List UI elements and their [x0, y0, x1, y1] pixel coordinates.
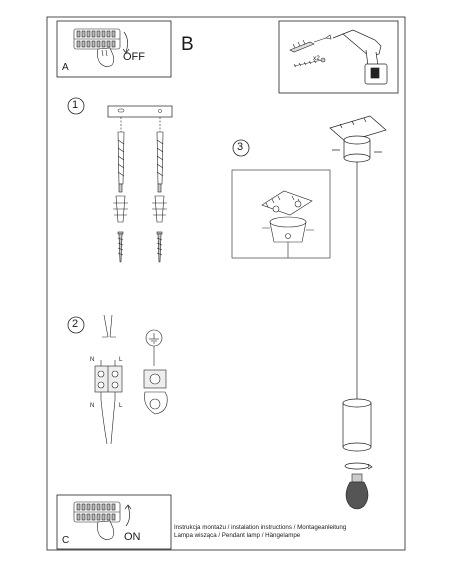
canopy-detail — [261, 190, 314, 258]
screw-icon — [293, 57, 326, 68]
step-3-number: 3 — [237, 141, 244, 153]
hand-icon — [97, 47, 115, 67]
switch-on-arrow-icon — [125, 505, 130, 527]
wire-n-bottom: N — [90, 403, 95, 409]
header-letter: B — [181, 34, 194, 55]
switch-off-arrow-icon — [123, 31, 128, 53]
fuse-box-icon — [73, 501, 121, 523]
ground-terminal — [143, 369, 168, 415]
wiring-diagram — [94, 314, 123, 445]
quantity-label: x2 — [313, 55, 320, 62]
drill-bit-icon — [117, 117, 164, 193]
wall-plug-icon — [289, 34, 332, 53]
mounting-plate — [107, 105, 173, 118]
tools-panel-frame — [278, 20, 399, 94]
panel-a-frame — [56, 20, 172, 78]
panel-c-on-label: ON — [124, 531, 141, 543]
hand-icon — [97, 520, 115, 540]
step-1-badge — [67, 97, 85, 115]
panel-a-letter: A — [62, 62, 69, 73]
earth-ground-icon — [145, 329, 163, 366]
step-1-number: 1 — [72, 99, 79, 111]
footer-product: Lampa wisząca / Pendant lamp / Hängelamp… — [174, 532, 301, 539]
screw-icon — [117, 231, 163, 263]
fuse-box-icon — [73, 28, 121, 50]
wire-l-top: L — [119, 357, 123, 363]
ceiling-canopy — [329, 115, 387, 163]
lamp-shade — [342, 398, 373, 470]
wire-l-bottom: L — [119, 403, 123, 409]
detail-frame — [231, 169, 331, 259]
panel-c-letter: C — [62, 535, 70, 546]
step-2-number: 2 — [72, 318, 79, 330]
step-2-badge — [67, 316, 85, 334]
wall-plug-icon — [113, 195, 167, 223]
light-bulb-icon — [345, 473, 369, 510]
panel-c-frame — [56, 494, 172, 550]
footer-instructions: Instrukcja montażu / instalation instruc… — [174, 524, 347, 531]
panel-a-off-label: OFF — [123, 51, 145, 63]
drill-icon — [332, 29, 388, 85]
page-frame — [46, 16, 406, 551]
step-3-badge — [232, 139, 250, 157]
wire-n-top: N — [90, 357, 95, 363]
